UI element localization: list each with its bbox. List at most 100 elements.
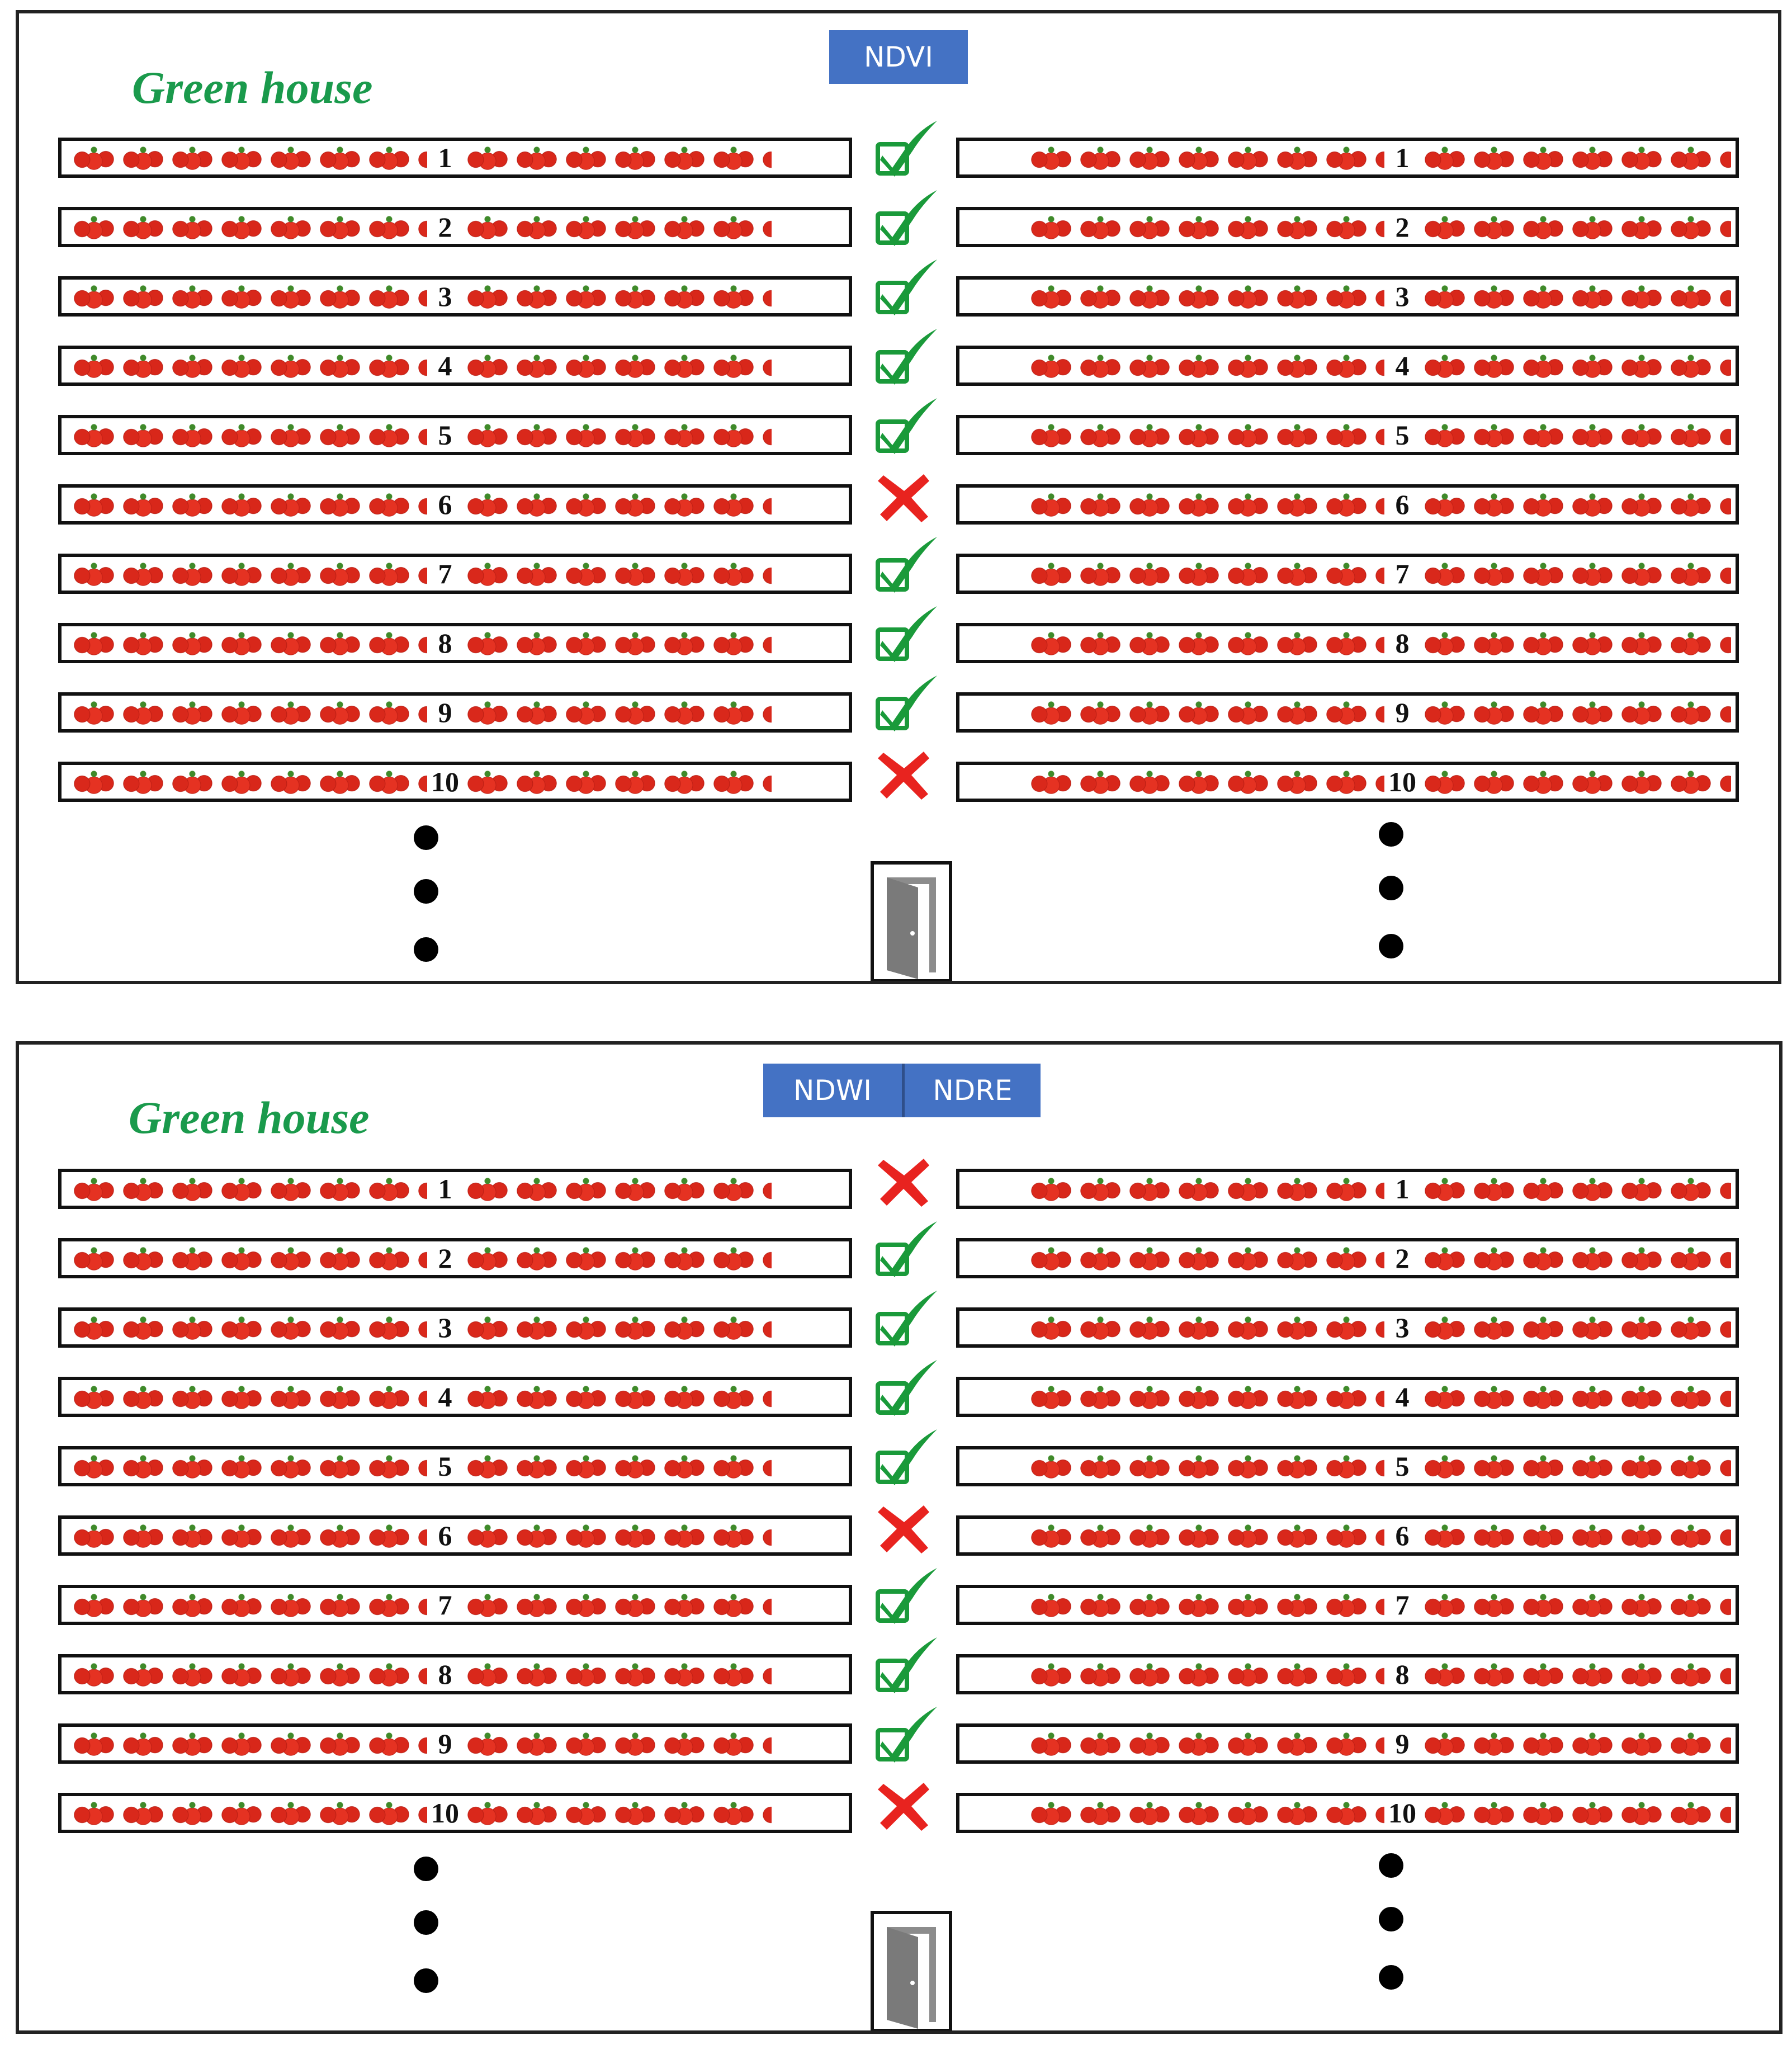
tomato-icon xyxy=(1420,1523,1731,1548)
tomato-icon xyxy=(463,1523,772,1548)
tomato-icon xyxy=(1027,353,1384,378)
tomato-icon xyxy=(69,1385,427,1409)
tomato-icon xyxy=(69,561,427,586)
row-number: 4 xyxy=(438,1381,452,1413)
plant-row-left: 7 xyxy=(58,1585,852,1625)
tomato-icon xyxy=(1027,1315,1384,1340)
tomato-icon xyxy=(463,423,772,447)
tomato-icon xyxy=(69,423,427,447)
tomato-icon xyxy=(1420,492,1731,517)
tomato-icon xyxy=(1420,1731,1731,1756)
tomato-icon xyxy=(463,1454,772,1479)
plant-row-left: 10 xyxy=(58,1793,852,1833)
plant-row-left: 2 xyxy=(58,207,852,247)
door-icon xyxy=(870,861,953,983)
cross-icon xyxy=(868,463,940,530)
continuation-dot xyxy=(1379,1907,1403,1931)
plant-row-right: 2 xyxy=(956,207,1739,247)
tomato-icon xyxy=(69,145,427,170)
tomato-icon xyxy=(463,1246,772,1271)
row-number: 5 xyxy=(438,419,452,451)
tomato-icon xyxy=(1420,1385,1731,1409)
greenhouse-title: Green house xyxy=(129,1092,370,1143)
plant-row-right: 3 xyxy=(956,1307,1739,1348)
plant-row-left: 3 xyxy=(58,1307,852,1348)
plant-row-right: 1 xyxy=(956,138,1739,178)
checkmark-icon xyxy=(868,1633,940,1700)
checkmark-icon xyxy=(868,1425,940,1492)
tomato-icon xyxy=(1027,1662,1384,1687)
tomato-icon xyxy=(463,1801,772,1825)
tomato-icon xyxy=(69,1315,427,1340)
tomato-icon xyxy=(1420,1177,1731,1201)
row-number: 6 xyxy=(438,1520,452,1551)
tomato-icon xyxy=(1027,423,1384,447)
plant-row-right: 8 xyxy=(956,1654,1739,1694)
row-number: 7 xyxy=(1395,558,1410,589)
row-number: 1 xyxy=(1395,142,1410,173)
plant-row-left: 8 xyxy=(58,623,852,663)
plant-row-left: 4 xyxy=(58,346,852,386)
tomato-icon xyxy=(1027,1385,1384,1409)
tomato-icon xyxy=(1420,1801,1731,1825)
plant-row-right: 7 xyxy=(956,1585,1739,1625)
tomato-icon xyxy=(1027,215,1384,239)
tomato-icon xyxy=(69,769,427,794)
row-number: 3 xyxy=(438,281,452,312)
tomato-icon xyxy=(1027,145,1384,170)
tomato-icon xyxy=(1027,1246,1384,1271)
continuation-dot xyxy=(1379,822,1403,847)
plant-row-right: 2 xyxy=(956,1238,1739,1278)
tomato-icon xyxy=(463,631,772,655)
tomato-icon xyxy=(1027,700,1384,725)
plant-row-left: 5 xyxy=(58,1446,852,1486)
plant-row-left: 8 xyxy=(58,1654,852,1694)
tomato-icon xyxy=(1420,145,1731,170)
checkmark-icon xyxy=(868,602,940,669)
tomato-icon xyxy=(1420,1662,1731,1687)
tomato-icon xyxy=(1420,1593,1731,1617)
continuation-dot xyxy=(414,825,438,850)
checkmark-icon xyxy=(868,186,940,253)
tomato-icon xyxy=(1027,1593,1384,1617)
plant-row-left: 1 xyxy=(58,138,852,178)
row-number: 9 xyxy=(1395,697,1410,728)
cross-icon xyxy=(868,1494,940,1561)
checkmark-icon xyxy=(868,255,940,322)
row-number: 3 xyxy=(1395,281,1410,312)
tomato-icon xyxy=(1420,423,1731,447)
row-number: 10 xyxy=(431,766,459,797)
row-number: 7 xyxy=(438,1589,452,1621)
checkmark-icon xyxy=(868,1217,940,1284)
row-number: 9 xyxy=(438,1728,452,1759)
checkmark-icon xyxy=(868,1564,940,1631)
checkmark-icon xyxy=(868,1286,940,1353)
tomato-icon xyxy=(69,1731,427,1756)
tomato-icon xyxy=(69,1662,427,1687)
tomato-icon xyxy=(1027,561,1384,586)
tomato-icon xyxy=(1420,1246,1731,1271)
row-number: 4 xyxy=(438,350,452,381)
tomato-icon xyxy=(1027,1177,1384,1201)
tomato-icon xyxy=(463,1731,772,1756)
row-number: 6 xyxy=(438,489,452,520)
row-number: 7 xyxy=(438,558,452,589)
plant-row-right: 10 xyxy=(956,762,1739,802)
tomato-icon xyxy=(69,1801,427,1825)
tomato-icon xyxy=(1027,1801,1384,1825)
plant-row-right: 1 xyxy=(956,1169,1739,1209)
continuation-dot xyxy=(414,937,438,962)
checkmark-icon xyxy=(868,116,940,183)
plant-row-right: 9 xyxy=(956,692,1739,733)
row-number: 5 xyxy=(1395,1451,1410,1482)
index-tag-ndvi: NDVI xyxy=(829,30,968,84)
plant-row-right: 9 xyxy=(956,1723,1739,1764)
row-number: 2 xyxy=(438,1243,452,1274)
continuation-dot xyxy=(414,1968,438,1993)
tomato-icon xyxy=(463,1315,772,1340)
tomato-icon xyxy=(69,1246,427,1271)
checkmark-icon xyxy=(868,394,940,461)
tomato-icon xyxy=(463,353,772,378)
